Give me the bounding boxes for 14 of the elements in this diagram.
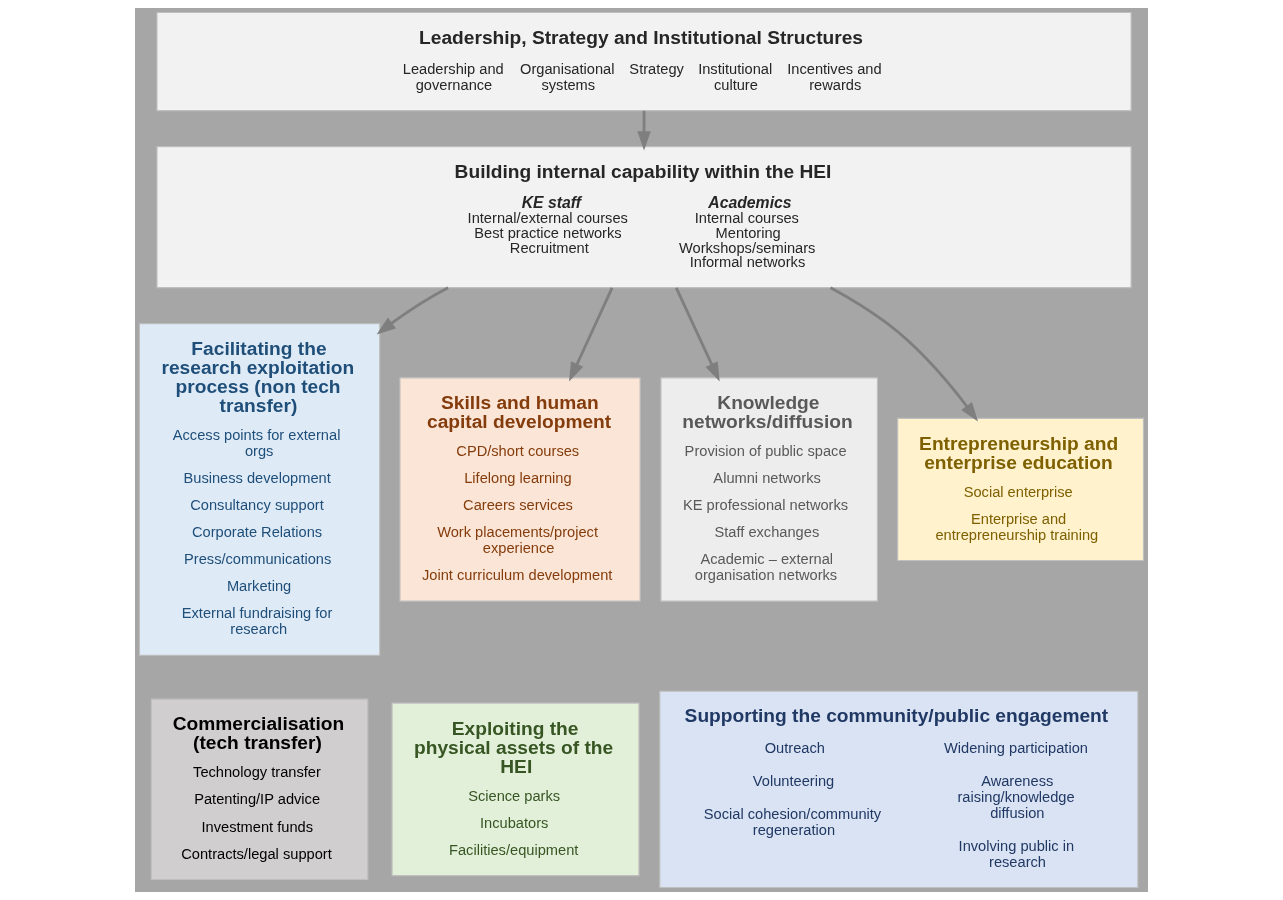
arrow [569, 287, 614, 382]
node-box: Facilitating the research exploitation process (non tech transfer) Access points for external orgs Business development Consultancy support Corporate Relations Press/communications Marketing External fundraising for research [138, 323, 381, 656]
node-box: Building internal capability within the HEI KE staff Internal/external courses Best practice networks Recruitment Academics Internal courses Mentoring Workshops/seminars Informal networks [156, 146, 1132, 289]
node-box: Commercialisation (tech transfer) Technology transfer Patenting/IP advice Investment funds Contracts/legal support [150, 698, 369, 881]
node-box: Exploiting the physical assets of the HEI Science parks Incubators Facilities/equipment [391, 702, 640, 877]
node-box: Skills and human capital development CPD/short courses Lifelong learning Careers services Work placements/project experience Joint curriculum development [399, 377, 641, 602]
node-box: Supporting the community/public engagement Outreach Volunteering Social cohesion/community regeneration Widening participation Awareness raising/knowledge diffusion Involving public in research [659, 690, 1139, 888]
node-box: Knowledge networks/diffusion Provision of public space Alumni networks KE professional networks Staff exchanges Academic – external organisation networks [660, 377, 878, 602]
arrow [637, 110, 651, 151]
node-box: Leadership, Strategy and Institutional Structures Leadership and governance Organisational systems Strategy Institutional culture Incentives and rewards [156, 12, 1132, 112]
arrow [675, 287, 720, 382]
arrow [376, 286, 449, 335]
node-box: Entrepreneurship and enterprise education Social enterprise Enterprise and entrepreneurship training [897, 417, 1145, 562]
arrow [829, 286, 979, 422]
